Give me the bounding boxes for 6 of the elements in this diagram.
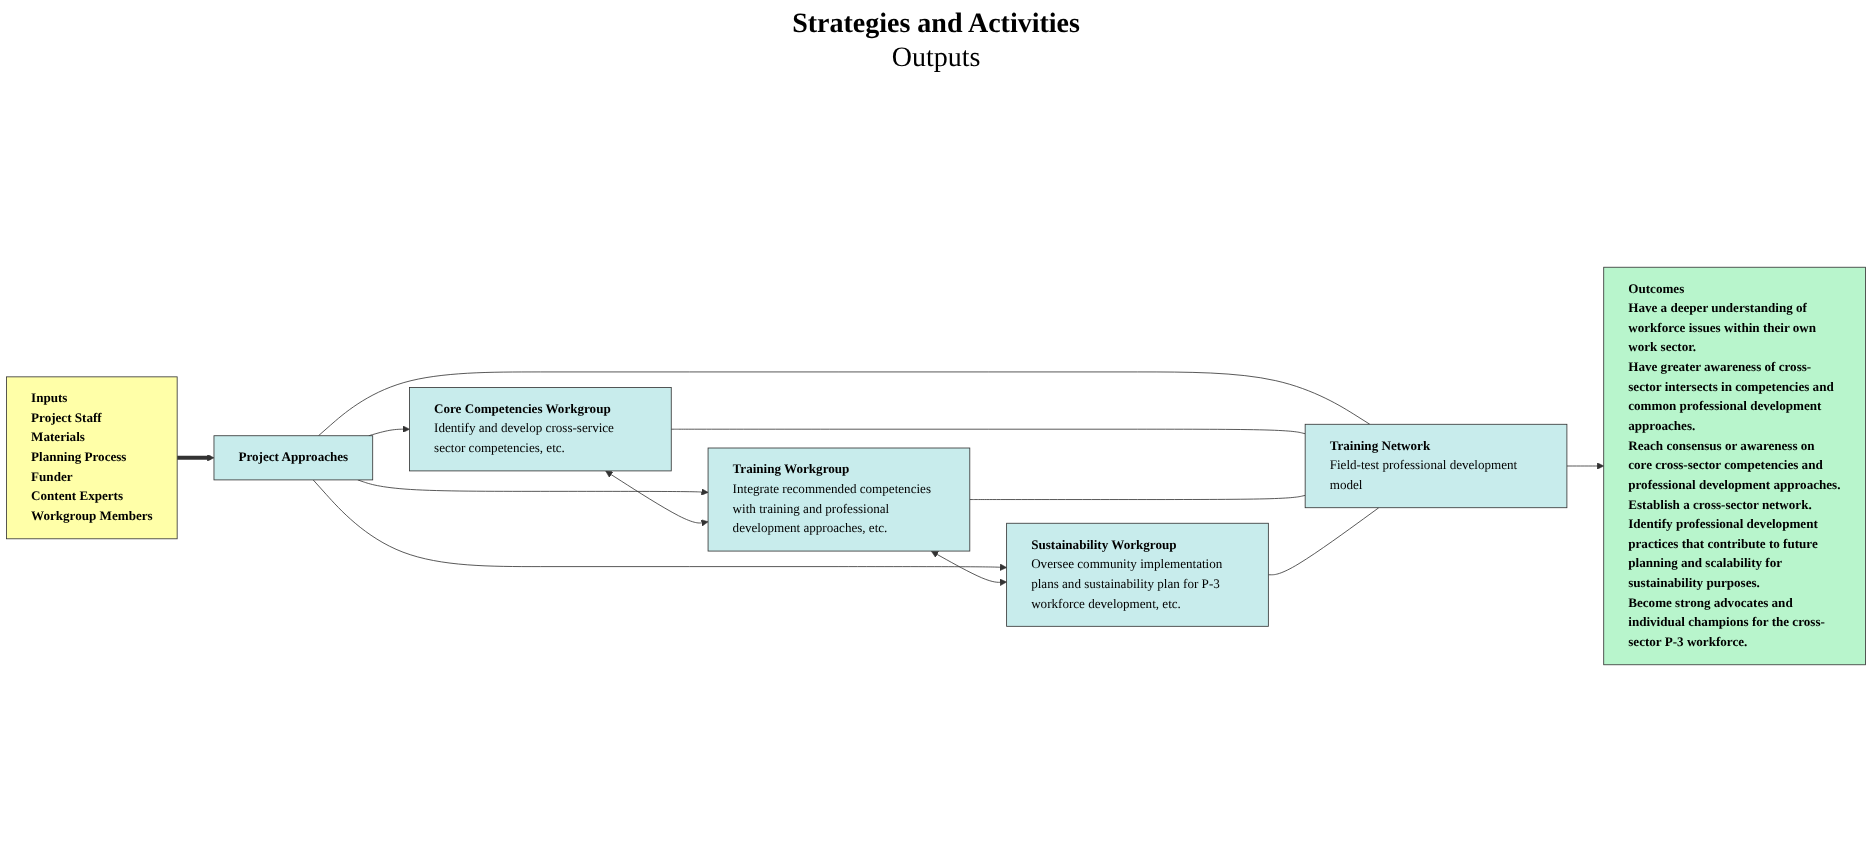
- connector: [670, 428, 1306, 435]
- arrow: [177, 454, 215, 462]
- connector: [969, 495, 1306, 500]
- connector: [1267, 507, 1380, 576]
- column-subheading: Outputs: [889, 42, 983, 76]
- column-heading: Strategies and Activities: [790, 8, 1082, 42]
